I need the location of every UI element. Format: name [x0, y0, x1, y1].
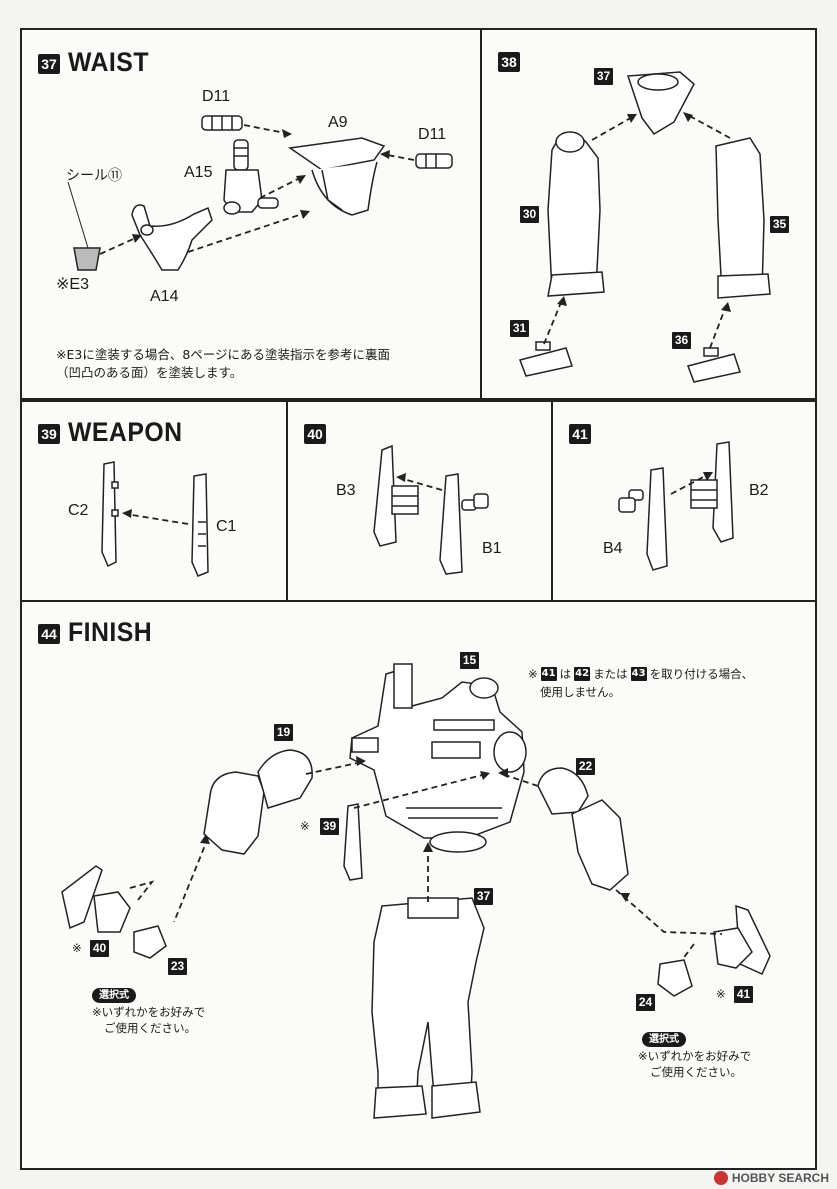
- label-b3: B3: [336, 482, 356, 499]
- watermark-text: HOBBY SEARCH: [731, 1171, 829, 1185]
- note-text-matawa: または: [593, 667, 628, 681]
- note-text-end: を取り付ける場合、: [649, 667, 754, 681]
- tag-36: 36: [672, 332, 691, 349]
- choice-badge-right: 選択式: [642, 1032, 686, 1047]
- choice-badge-left: 選択式: [92, 988, 136, 1003]
- tag-35: 35: [770, 216, 789, 233]
- paint-note-line-2: （凹凸のある面）を塗装します。: [56, 365, 243, 380]
- label-d11-left: D11: [202, 88, 231, 105]
- left-shield-illustration: [373, 444, 489, 575]
- tag-30: 30: [520, 206, 539, 223]
- step-37-title: WAIST: [68, 47, 149, 77]
- asterisk-40: ※: [72, 941, 82, 955]
- weapon-parts-illustration: [101, 461, 209, 577]
- label-a9: A9: [328, 114, 348, 131]
- note-asterisk: ※: [528, 667, 538, 681]
- step-39-panel: 39 WEAPON C2 C1: [20, 400, 288, 602]
- tag-19: 19: [274, 724, 293, 741]
- leg-assembly-illustration: [519, 71, 771, 383]
- label-seal: シール⑪: [66, 167, 122, 183]
- label-b1: B1: [482, 540, 502, 557]
- label-e3: ※E3: [56, 276, 89, 293]
- label-c1: C1: [216, 518, 237, 535]
- tag-24: 24: [636, 994, 655, 1011]
- tag-31: 31: [510, 320, 529, 337]
- finish-note-line-1: ※ 41 は 42 または 43 を取り付ける場合、: [528, 666, 753, 682]
- watermark: HOBBY SEARCH: [713, 1171, 829, 1185]
- choice-note-left-2: ご使用ください。: [104, 1021, 196, 1035]
- step-37-panel: 37 WAIST: [20, 28, 482, 400]
- paint-note-line-1: ※E3に塗装する場合、8ページにある塗装指示を参考に裏面: [56, 347, 391, 362]
- finish-note-line-2: 使用しません。: [540, 685, 621, 699]
- tag-22: 22: [576, 758, 595, 775]
- step-39-number: 39: [38, 424, 60, 444]
- tag-41-finish: 41: [734, 986, 753, 1003]
- step-41-number: 41: [569, 424, 591, 444]
- step-41-panel: 41 B2 B4: [551, 400, 817, 602]
- tag-39: 39: [320, 818, 339, 835]
- label-d11-right: D11: [418, 126, 447, 143]
- step-38-panel: 38: [480, 28, 817, 400]
- note-tag-43: 43: [630, 667, 647, 681]
- choice-note-left-1: ※いずれかをお好みで: [92, 1005, 206, 1019]
- asterisk-41: ※: [716, 987, 726, 1001]
- note-text-ha: は: [559, 667, 572, 681]
- step-44-title: FINISH: [68, 617, 153, 647]
- tag-37-finish: 37: [474, 888, 493, 905]
- step-39-title: WEAPON: [68, 417, 183, 447]
- label-b4: B4: [603, 540, 623, 557]
- step-40-number: 40: [304, 424, 326, 444]
- label-a14: A14: [150, 288, 179, 305]
- choice-note-right-2: ご使用ください。: [650, 1065, 742, 1079]
- label-b2: B2: [749, 482, 769, 499]
- asterisk-39: ※: [300, 819, 310, 833]
- step-44-panel: 44 FINISH ※ 41 は 42 または 43 を取り付ける場合、 使用し…: [20, 600, 817, 1170]
- label-a15: A15: [184, 164, 213, 181]
- tag-15: 15: [460, 652, 479, 669]
- tag-23: 23: [168, 958, 187, 975]
- waist-parts-illustration: [67, 115, 453, 271]
- right-shield-illustration: [618, 441, 734, 571]
- step-37-number: 37: [38, 54, 60, 74]
- step-38-number: 38: [498, 52, 520, 72]
- label-c2: C2: [68, 502, 89, 519]
- step-40-panel: 40 B3 B1: [286, 400, 553, 602]
- note-tag-42: 42: [574, 667, 591, 681]
- final-assembly-illustration: [61, 663, 771, 1119]
- tag-40-finish: 40: [90, 940, 109, 957]
- hobby-search-logo-icon: [713, 1171, 728, 1185]
- step-44-number: 44: [38, 624, 60, 644]
- tag-37: 37: [594, 68, 613, 85]
- choice-note-right-1: ※いずれかをお好みで: [638, 1049, 752, 1063]
- note-tag-41: 41: [540, 667, 557, 681]
